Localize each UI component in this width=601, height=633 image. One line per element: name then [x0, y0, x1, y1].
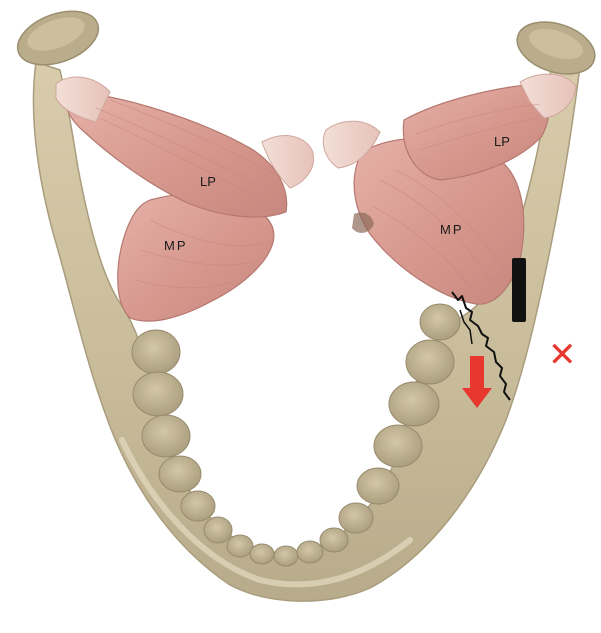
right-lp-muscle [403, 84, 549, 180]
tooth [159, 456, 201, 492]
tooth [320, 528, 348, 552]
tooth [297, 541, 323, 563]
tooth [181, 491, 215, 521]
right-mp-label: MP [440, 222, 464, 237]
left-lp-label: LP [200, 174, 216, 189]
tooth [133, 372, 183, 416]
tooth [357, 468, 399, 504]
tooth [274, 546, 298, 566]
force-indicator-bar [512, 258, 526, 322]
tooth [142, 415, 190, 457]
tooth [420, 304, 460, 340]
tooth [132, 330, 180, 374]
tooth [406, 340, 454, 384]
tooth [339, 503, 373, 533]
tooth [374, 425, 422, 467]
tooth [204, 517, 232, 543]
right-lp-label: LP [494, 134, 510, 149]
left-mp-label: MP [164, 238, 188, 253]
tooth [389, 382, 439, 426]
tooth [250, 544, 274, 564]
tooth [227, 535, 253, 557]
cross-marker: ✕ [548, 336, 577, 374]
